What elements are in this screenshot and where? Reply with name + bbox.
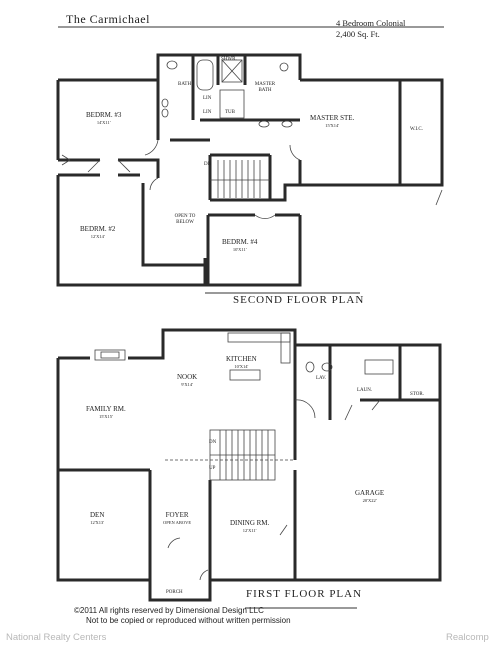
room-bedroom-2-name: BEDRM. #2 [80, 225, 116, 233]
second-floor-doors [61, 139, 443, 219]
room-linen-1: LIN [203, 96, 212, 101]
first-floor-title: FIRST FLOOR PLAN [246, 588, 363, 600]
room-tub: TUB [225, 110, 235, 115]
room-garage: GARAGE 20'X22' [355, 490, 384, 504]
room-linen-2: LIN [203, 110, 212, 115]
stair-up-label-1f: UP [209, 466, 216, 471]
copyright-line: ©2011 All rights reserved by Dimensional… [74, 606, 264, 615]
room-nook: NOOK 9'X14' [177, 374, 197, 388]
room-shower: SHWR. [221, 57, 237, 62]
room-lav: LAV. [316, 376, 327, 381]
room-kitchen-name: KITCHEN [226, 355, 257, 363]
room-dining: DINING RM. 12'X11' [230, 520, 269, 534]
bath-fixtures [161, 59, 293, 128]
room-bedroom-3-name: BEDRM. #3 [86, 111, 122, 119]
room-garage-name: GARAGE [355, 489, 385, 497]
room-den-name: DEN [90, 511, 105, 519]
room-foyer-name: FOYER [165, 511, 189, 519]
first-floor-walls [56, 328, 442, 602]
room-master-suite-dim: 15'X14' [325, 123, 340, 128]
stair-down-label-1f: DN [209, 440, 217, 445]
room-bath: BATH [178, 82, 192, 87]
room-bedroom-3-dim: 14'X11' [96, 120, 111, 125]
square-footage: 2,400 Sq. Ft. [336, 29, 380, 39]
watermark-right: Realcomp [446, 632, 489, 643]
room-family-name: FAMILY RM. [86, 405, 126, 413]
room-den-dim: 12'X13' [90, 520, 105, 525]
room-bedroom-4-dim: 10'X11' [232, 247, 247, 252]
room-foyer-note: OPEN ABOVE [163, 520, 192, 525]
second-floor-walls [56, 53, 444, 287]
room-kitchen-dim: 10'X14' [234, 364, 249, 369]
room-bedroom-2-dim: 12'X14' [90, 234, 105, 239]
second-floor-title: SECOND FLOOR PLAN [233, 294, 365, 306]
room-nook-name: NOOK [177, 373, 198, 381]
room-family: FAMILY RM. 15'X15' [86, 406, 126, 420]
room-bedroom-3: BEDRM. #3 14'X11' [86, 112, 121, 126]
kitchen-fixtures [94, 332, 394, 381]
room-dining-name: DINING RM. [230, 519, 270, 527]
room-bedroom-2: BEDRM. #2 12'X14' [80, 226, 115, 240]
room-bedroom-4-name: BEDRM. #4 [222, 238, 258, 246]
room-den: DEN 12'X13' [90, 512, 104, 526]
plan-name: The Carmichael [66, 12, 150, 26]
room-master-bath: MASTER BATH [254, 82, 276, 93]
open-to-below-label: OPEN TO BELOW [174, 214, 196, 225]
room-garage-dim: 20'X22' [362, 498, 377, 503]
room-foyer: FOYER OPEN ABOVE [163, 512, 191, 526]
watermark-left: National Realty Centers [6, 632, 107, 643]
room-walk-in-closet: W.I.C. [410, 127, 424, 132]
room-bedroom-4: BEDRM. #4 10'X11' [222, 239, 257, 253]
room-master-suite-name: MASTER STE. [310, 114, 355, 122]
stair-down-label-2f: DN [204, 162, 212, 167]
first-floor-stairs [209, 429, 276, 481]
room-dining-dim: 12'X11' [242, 528, 257, 533]
copy-notice: Not to be copied or reproduced without w… [86, 616, 291, 625]
room-family-dim: 15'X15' [98, 414, 113, 419]
room-master-suite: MASTER STE. 15'X14' [310, 115, 354, 129]
room-storage: STOR. [410, 392, 424, 397]
bedroom-count: 4 Bedroom Colonial [336, 18, 406, 28]
second-floor-stairs [210, 160, 270, 198]
room-nook-dim: 9'X14' [181, 382, 193, 387]
room-kitchen: KITCHEN 10'X14' [226, 356, 257, 370]
room-laundry: LAUN. [357, 388, 373, 393]
first-floor-doors [165, 399, 381, 581]
room-porch: PORCH [166, 590, 183, 595]
